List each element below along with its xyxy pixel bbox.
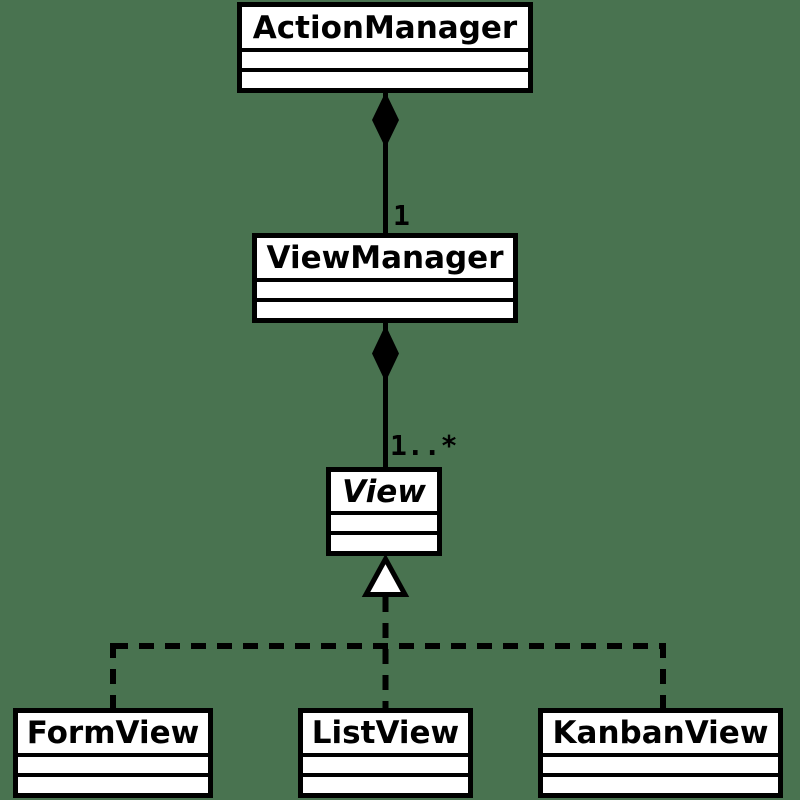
attributes-compartment [242,48,528,68]
attributes-compartment [331,511,437,531]
methods-compartment [18,773,208,793]
class-name-view: View [342,473,426,510]
class-box-viewmanager: ViewManager [252,233,518,323]
composition-diamond-icon [372,92,399,148]
composition-diamond-icon [372,325,399,382]
methods-compartment [331,531,437,551]
class-name-formview: FormView [26,715,200,751]
attributes-compartment [543,753,778,773]
class-box-actionmanager: ActionManager [237,2,533,93]
methods-compartment [543,773,778,793]
class-box-listview: ListView [298,708,473,798]
methods-compartment [303,773,468,793]
multiplicity-label-view: 1..* [390,429,458,462]
attributes-compartment [257,278,513,298]
class-name-kanbanview: KanbanView [552,715,769,751]
methods-compartment [242,68,528,88]
attributes-compartment [18,753,208,773]
class-name-listview: ListView [311,715,460,751]
class-box-formview: FormView [13,708,213,798]
class-name-actionmanager: ActionManager [252,9,518,46]
attributes-compartment [303,753,468,773]
class-name-viewmanager: ViewManager [266,240,504,276]
class-box-view: View [326,467,442,556]
class-box-kanbanview: KanbanView [538,708,783,798]
methods-compartment [257,298,513,318]
inheritance-triangle-icon [361,553,410,597]
multiplicity-label-viewmanager: 1 [393,199,410,232]
